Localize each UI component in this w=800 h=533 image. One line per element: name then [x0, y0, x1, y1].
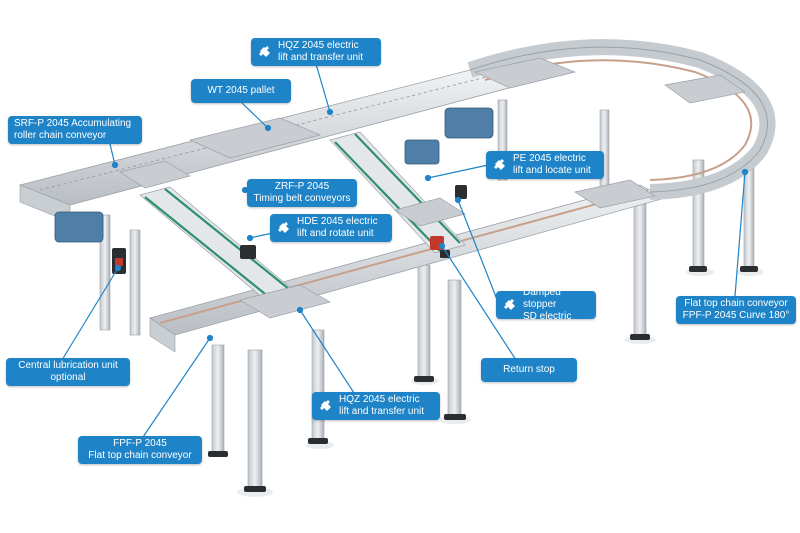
callout-line: FPF-P 2045: [113, 438, 167, 449]
callout-line: HQZ 2045 electric: [278, 40, 359, 51]
callout-line: Damped stopper: [523, 287, 561, 310]
callout-line: HDE 2045 electric: [297, 216, 378, 227]
callout-line: Flat top chain conveyor: [684, 298, 788, 309]
callout-line: ZRF-P 2045: [274, 181, 330, 192]
callout-line: optional: [50, 372, 86, 383]
drive-motors: [54, 107, 494, 243]
pallet-plates: [119, 57, 746, 319]
callout-line: Return stop: [503, 364, 555, 375]
callout-wt-pallet: WT 2045 pallet: [191, 79, 291, 103]
leg-feet: [208, 266, 758, 492]
callout-line: Timing belt conveyors: [253, 193, 351, 204]
callout-line: HQZ 2045 electric: [339, 394, 420, 405]
plug-icon: [504, 299, 515, 310]
callout-line: FPF-P 2045 Curve 180°: [682, 310, 790, 321]
callout-line: WT 2045 pallet: [207, 85, 275, 96]
plug-icon: [278, 222, 289, 233]
plug-icon: [320, 400, 331, 411]
plug-icon: [494, 159, 505, 170]
callout-return-stop: Return stop: [481, 358, 577, 382]
callout-line: Central lubrication unit: [18, 360, 118, 371]
leader-lines: [61, 63, 749, 441]
callout-line: lift and transfer unit: [339, 406, 425, 417]
callout-line: lift and rotate unit: [297, 228, 374, 239]
callout-line: SD electric: [523, 311, 572, 322]
callout-line: Flat top chain conveyor: [88, 450, 192, 461]
plug-icon: [259, 46, 270, 57]
callout-line: roller chain conveyor: [14, 130, 107, 141]
callout-line: SRF-P 2045 Accumulating: [14, 118, 132, 129]
callout-line: lift and locate unit: [513, 165, 591, 176]
callout-line: lift and transfer unit: [278, 52, 364, 63]
lubrication-unit-and-stoppers: [112, 185, 467, 274]
support-legs: [99, 99, 755, 491]
callout-line: PE 2045 electric: [513, 153, 586, 164]
